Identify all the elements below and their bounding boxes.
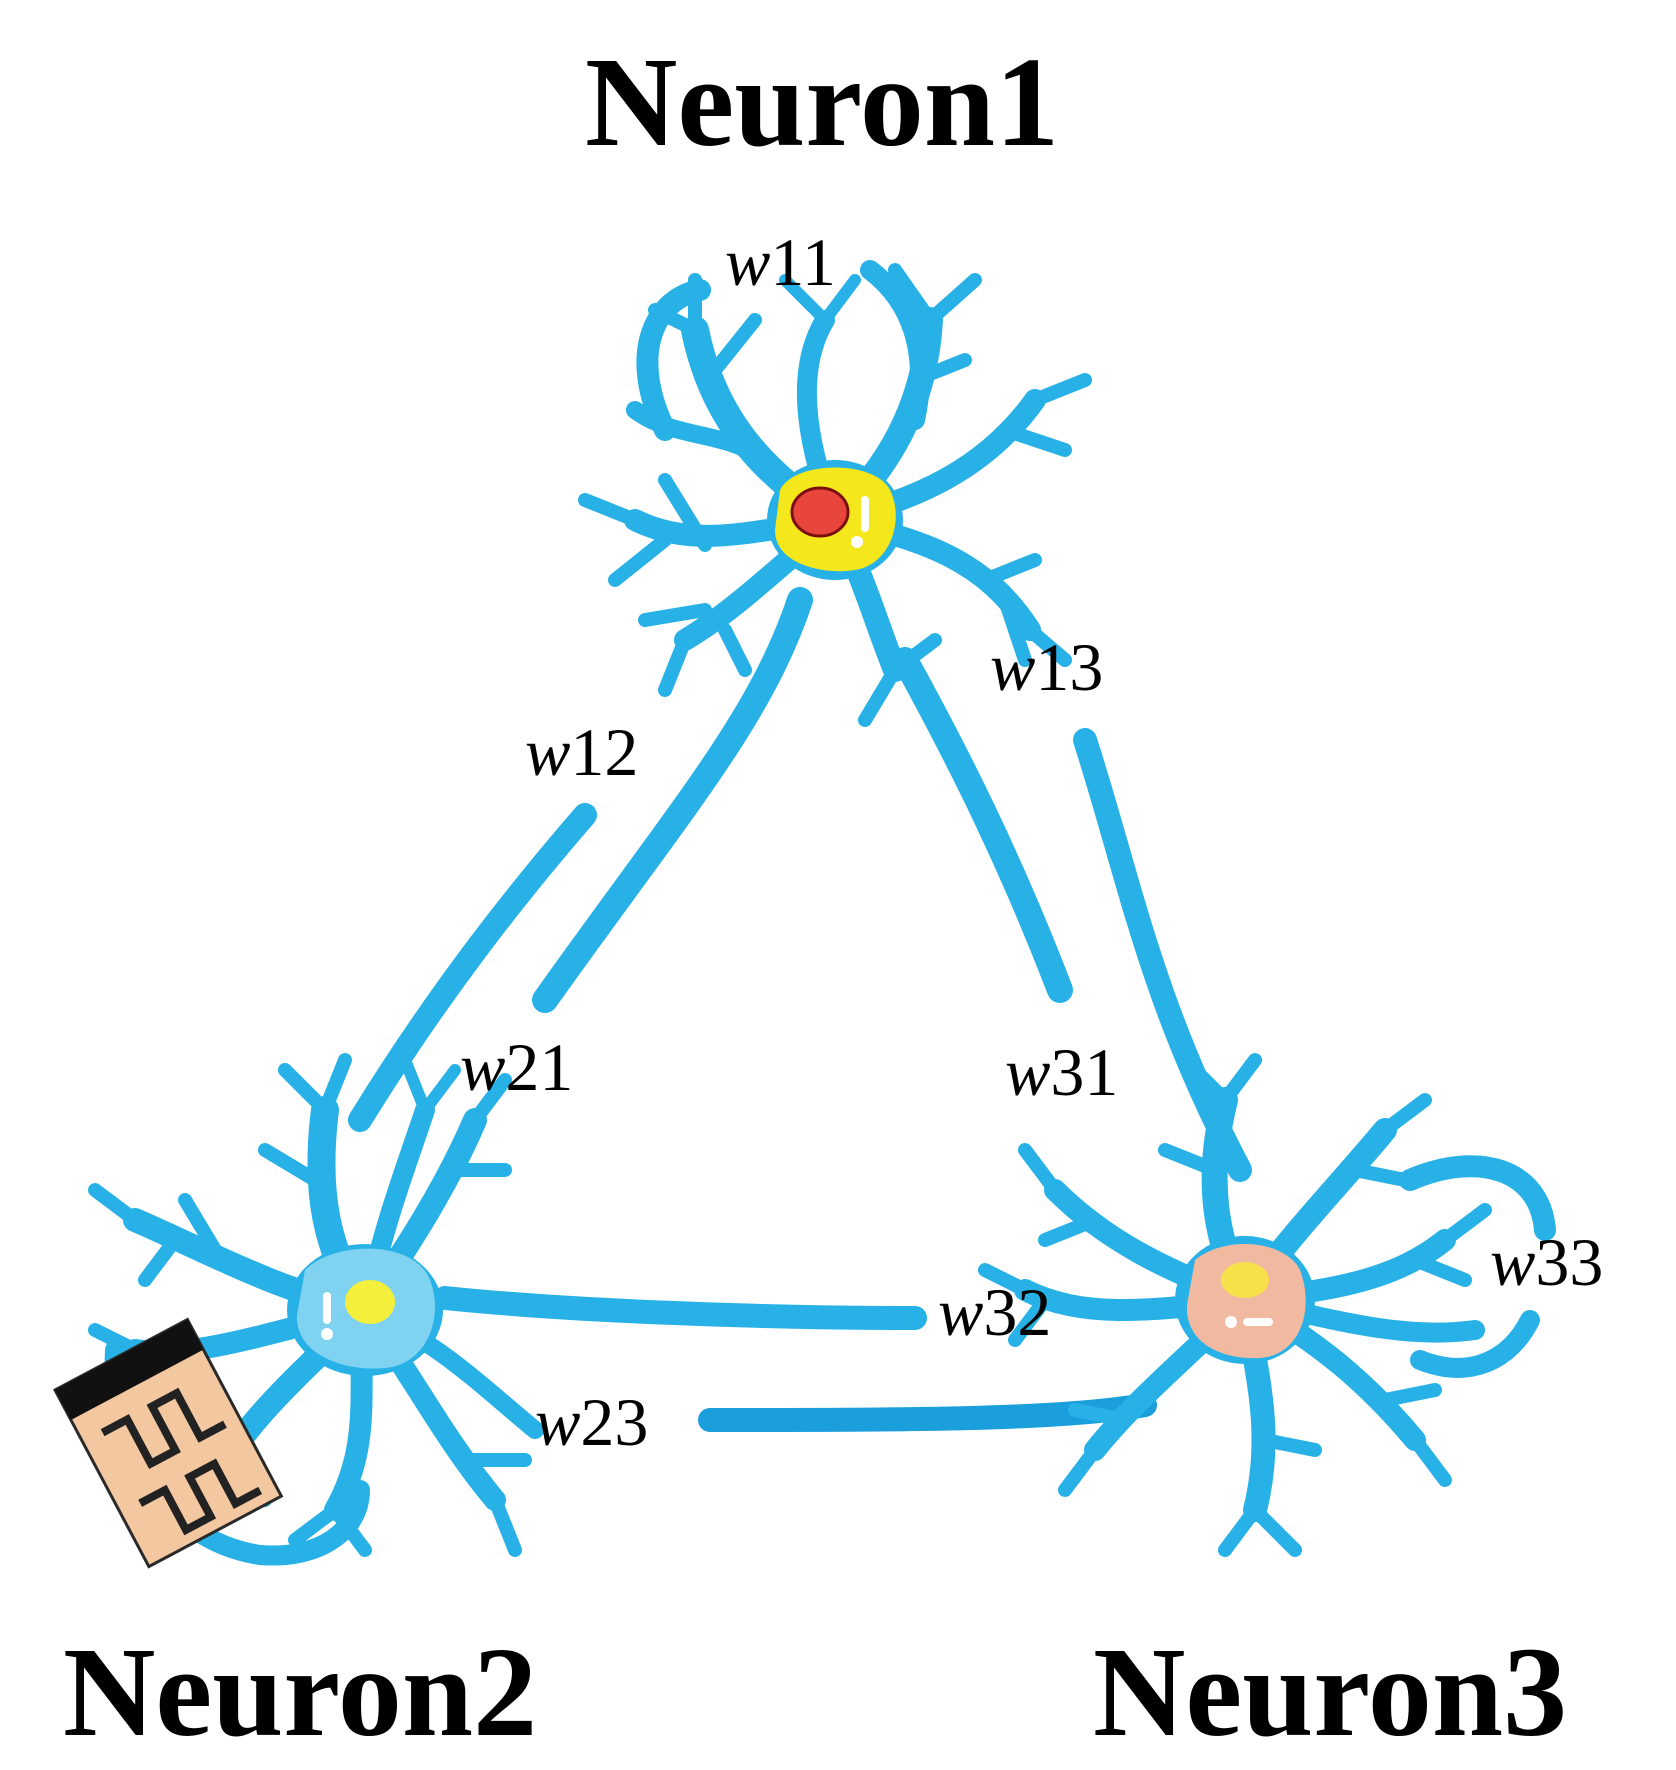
neuron-3-cell: [978, 1053, 1492, 1557]
axon-w13: [1073, 728, 1252, 1182]
weight-label-w33: w33: [1490, 1224, 1603, 1300]
weight-label-w12: w12: [525, 714, 638, 790]
neuron-3-cytoplasm: [1186, 1243, 1306, 1359]
electrode-chip-icon: [52, 1317, 284, 1569]
axon-w32: [433, 1286, 927, 1330]
neuron-1-title: Neuron1: [585, 31, 1059, 173]
weight-label-w32: w32: [938, 1274, 1051, 1350]
weight-label-w11: w11: [725, 224, 836, 300]
neuron-2-title: Neuron2: [63, 1621, 537, 1763]
weight-label-w21: w21: [460, 1029, 573, 1105]
axon-w12: [348, 803, 597, 1132]
neuron-3-title: Neuron3: [1093, 1621, 1567, 1763]
neuron-2-cell: [88, 1053, 544, 1557]
neuron-3-nucleus: [1221, 1262, 1269, 1298]
neuron-1-cell: [578, 263, 1092, 727]
axon-w11-left: [636, 279, 711, 441]
axon-w21: [532, 587, 813, 1013]
axon-w31: [892, 647, 1073, 1003]
axon-w33: [1399, 1155, 1556, 1241]
weight-label-w23: w23: [535, 1384, 648, 1460]
neuron-1-nucleus: [790, 486, 850, 538]
axon-w33-lower: [1410, 1310, 1540, 1378]
weight-label-w13: w13: [990, 629, 1103, 705]
weight-label-w31: w31: [1005, 1034, 1118, 1110]
neuron-2-nucleus: [345, 1280, 395, 1324]
